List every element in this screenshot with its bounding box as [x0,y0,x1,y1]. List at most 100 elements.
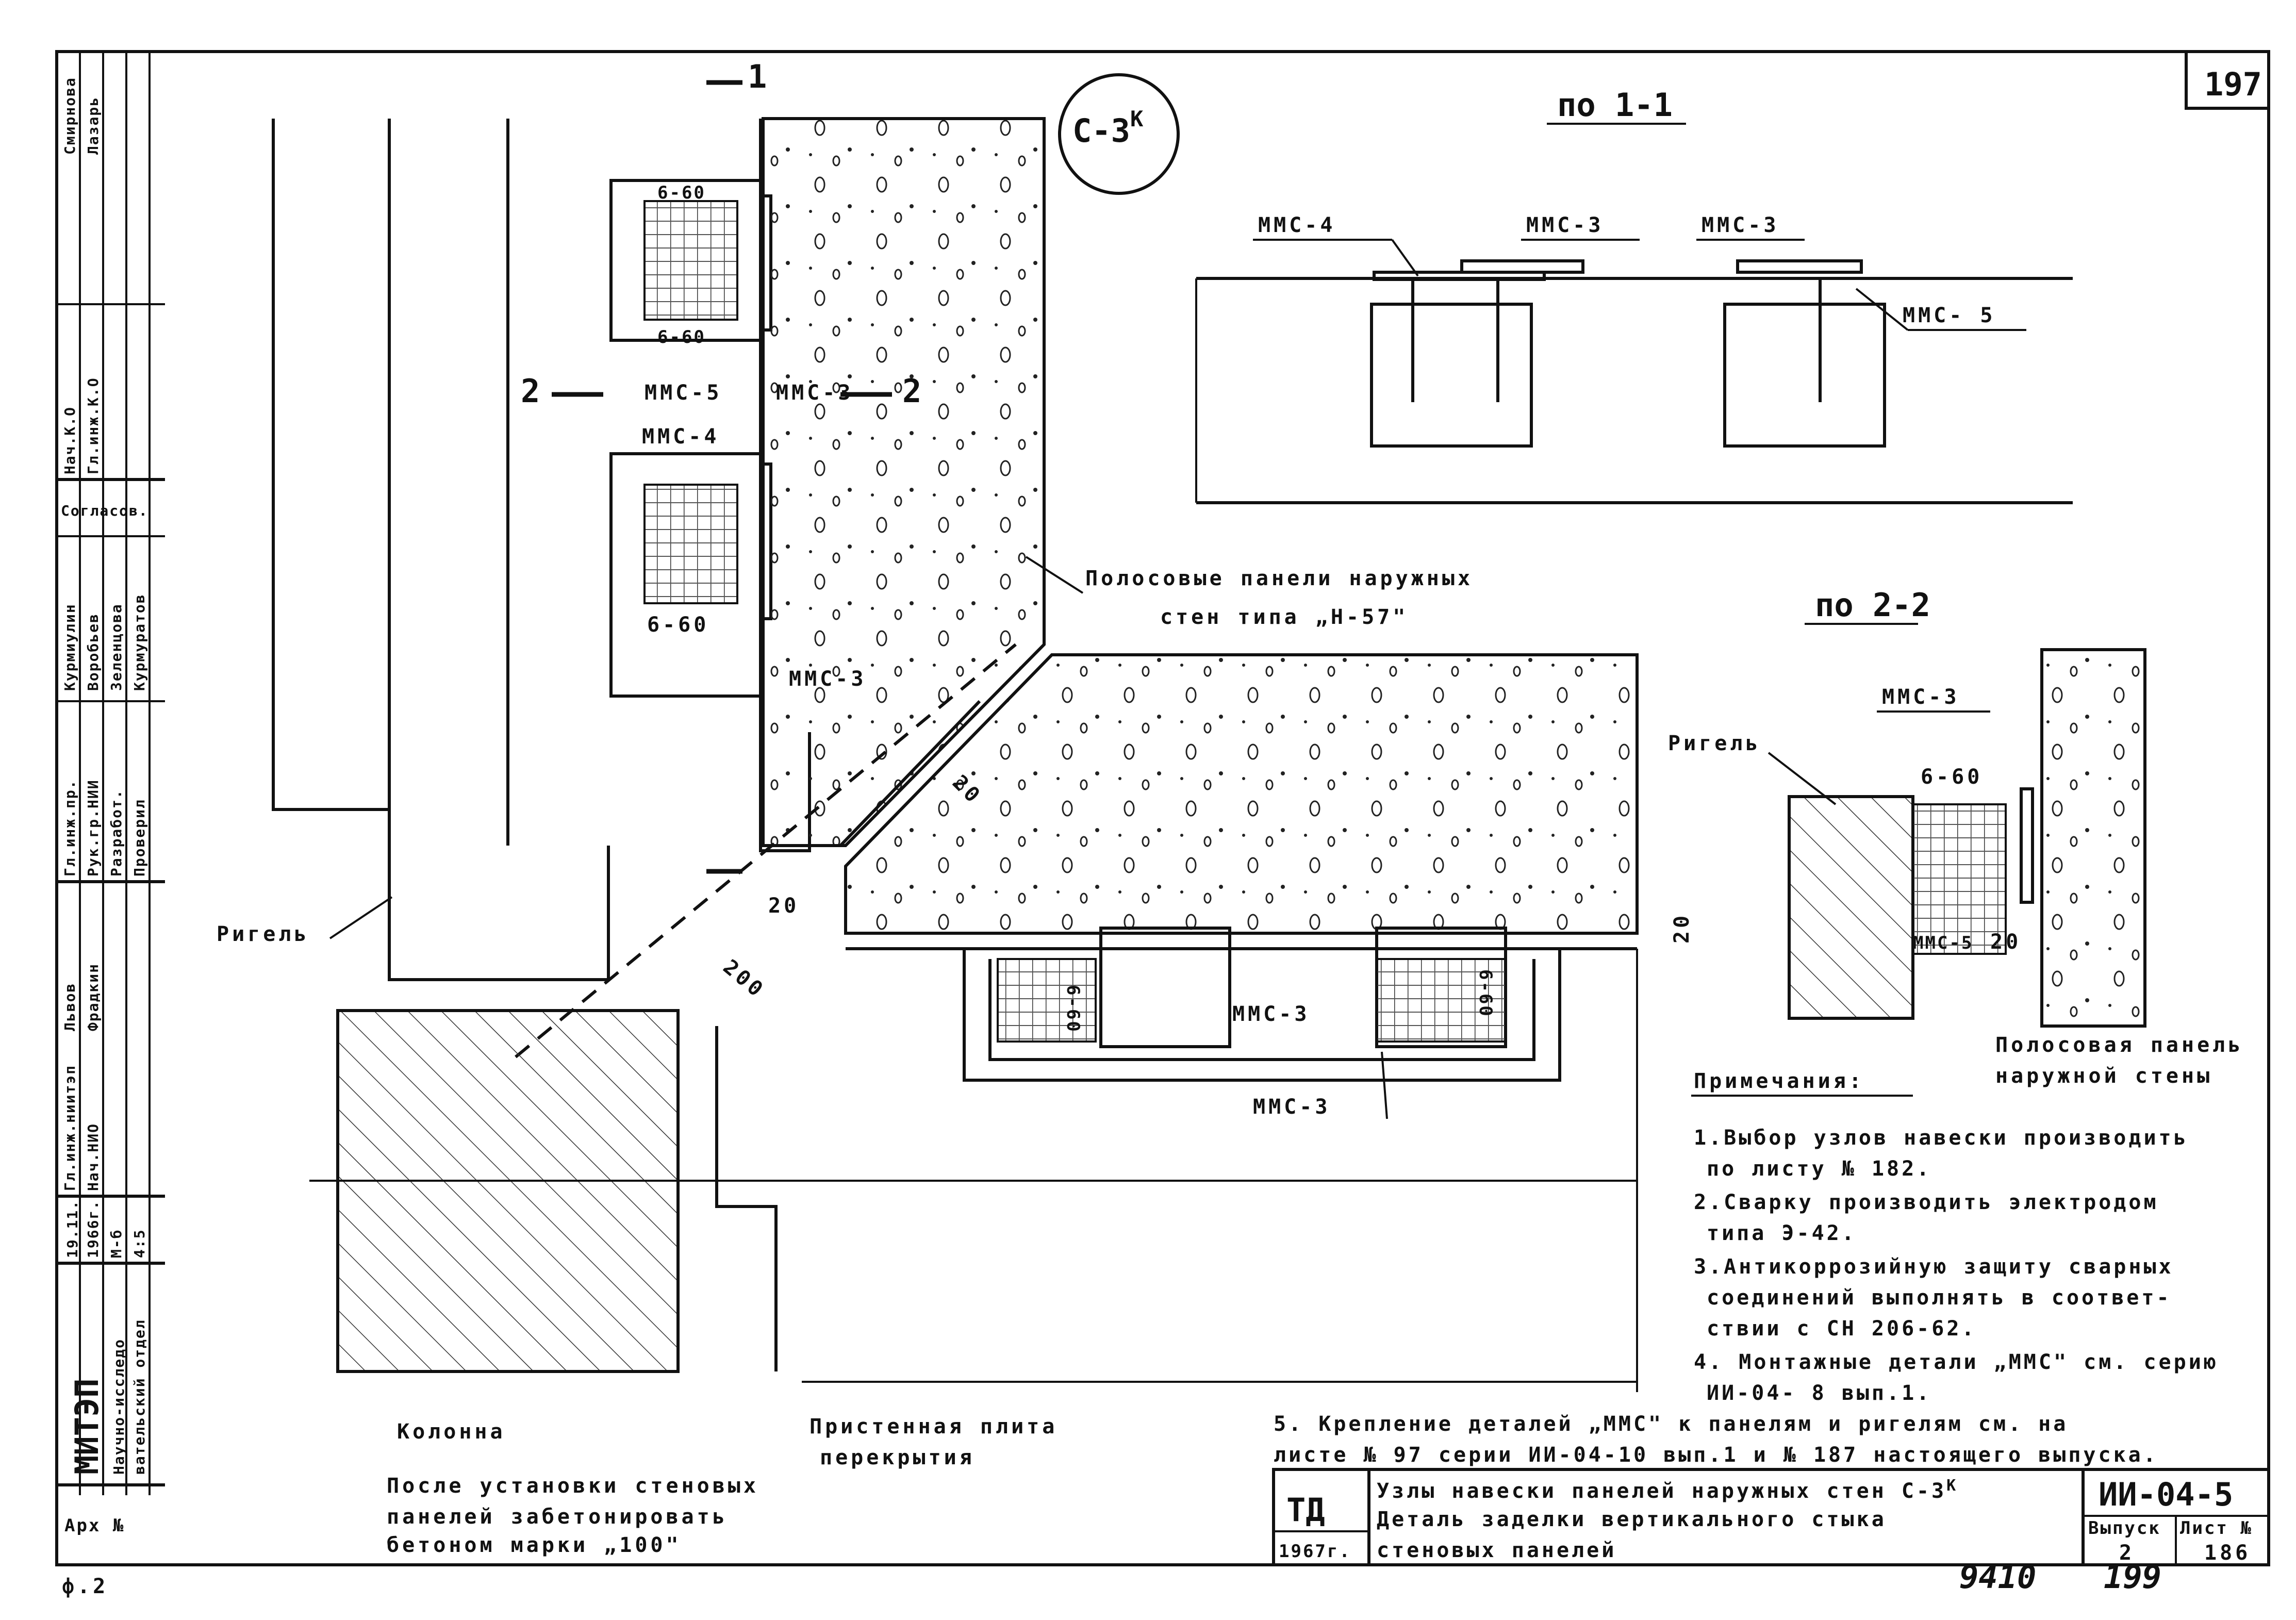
title-line-3: стеновых панелей [1377,1539,1616,1562]
note-3a: 3.Антикоррозийную защиту сварных [1694,1255,2174,1279]
weld-label-2: 6-60 [657,327,706,348]
section-1-1-mms3-b: ММС-3 [1702,213,1779,237]
footer-num-2: 199 [2104,1558,2161,1596]
section-2-2-mms3: ММС-3 [1882,685,1959,709]
section-2-2-dim20-left: 20 [1670,913,1694,944]
section-1-1-mms4: ММС-4 [1258,213,1335,237]
left-stamp: Гл.инж.ниитэп Нач.НИО Гл.инж.пр. Рук.гр.… [55,52,165,1565]
stamp-year: 1966г. [85,1200,102,1258]
label-column: Колонна [397,1420,506,1444]
label-mms3-main-4: ММС-3 [1253,1095,1330,1119]
label-wall-slab-1: Пристенная плита [810,1415,1058,1439]
stamp-date: 19.11. [64,1200,81,1258]
note-2a: 2.Сварку производить электродом [1694,1191,2159,1214]
title-sheet-value: 186 [2204,1541,2251,1565]
title-line-1: Узлы навески панелей наружных стен С-3К [1377,1477,1958,1503]
section-1-1-title: по 1-1 [1557,86,1673,124]
label-mms3-main-1: ММС-3 [776,381,853,405]
sheet-number: 197 [2204,65,2262,103]
stamp-role-1: Гл.инж.ниитэп [61,1065,78,1191]
stamp-role-6: Проверил [131,799,148,877]
stamp-name-3: Курмиулин [61,603,78,691]
node-mark-circle [1058,73,1180,195]
section-2-2-strip-panel-1: Полосовая панель [1995,1033,2243,1057]
stamp-scale-label: М-б [108,1229,125,1258]
note-1a: 1.Выбор узлов навески производить [1694,1126,2189,1150]
stamp-name-2: Фрадкин [85,963,102,1031]
stamp-role-8: Нач.К.О [61,406,78,474]
section-mark-2b: 2 [902,372,921,410]
weld-label-3: 6-60 [647,613,709,637]
section-2-2-mms5: ММС-5 [1913,933,1973,953]
stamp-role-5: Разработ. [108,789,125,877]
section-2-2-dim20: 20 [1990,930,2021,954]
stamp-role-4: Рук.гр.НИИ [85,779,102,877]
title-line-2: Деталь заделки вертикального стыка [1377,1508,1887,1531]
section-1-1-mms5: ММС- 5 [1903,304,1996,327]
stamp-name-5: Зеленцова [108,603,125,691]
section-1-1: по 1-1 ММС-4 ММС-3 ММС-3 ММС- 5 [1195,86,2073,504]
label-mms3-main-3: ММС-3 [1232,1002,1310,1026]
label-mms4-main: ММС-4 [642,425,719,449]
note-3b: соединений выполнять в соответ- [1707,1286,2172,1310]
footer-num-1: 9410 [1959,1558,2036,1596]
title-year: 1967г. [1279,1541,1351,1562]
weld-label-5: 6-60 [1475,969,1496,1018]
section-2-2-title: по 2-2 [1815,586,1930,624]
note-2b: типа Э-42. [1707,1221,1857,1245]
stamp-name-7: Смирнова [61,77,78,155]
notes-title: Примечания: [1694,1069,1864,1093]
section-1-1-mms3-a: ММС-3 [1526,213,1604,237]
section-2-2-weld: 6-60 [1921,765,1983,789]
title-issue-value: 2 [2119,1541,2135,1565]
label-concrete-1: После установки стеновых [387,1474,759,1498]
stamp-arch: Арх № [64,1515,125,1536]
label-rigel: Ригель [217,922,310,946]
label-wall-slab-2: перекрытия [820,1446,975,1469]
section-mark-1: 1 [748,58,767,95]
note-3c: ствии с СН 206-62. [1707,1317,1976,1341]
note-1b: по листу № 182. [1707,1157,1931,1181]
stamp-org: МИТЭП [68,1378,106,1475]
stamp-org-sub-2: вательский отдел [131,1319,148,1475]
title-code: ИИ-04-5 [2099,1476,2233,1513]
title-block: ТД 1967г. Узлы навески панелей наружных … [1272,1468,2270,1566]
section-2-2: по 2-2 Ригель ММС-3 6-60 ММС-5 20 20 Пол… [1668,586,2243,1088]
stamp-name-6: Курмуратов [131,593,148,691]
stamp-name-1: Львов [61,983,78,1031]
label-mms3-main-2: ММС-3 [789,667,866,691]
note-5a: 5. Крепление деталей „ММС" к панелям и р… [1274,1412,2068,1436]
title-sheet-label: Лист № [2180,1518,2253,1539]
stamp-org-sub-1: Научно-исследо [110,1338,127,1475]
node-mark: С-3К [1072,106,1144,150]
title-issue-label: Выпуск [2088,1518,2161,1539]
weld-label-4: 6-60 [1063,985,1083,1033]
dim-20-b: 20 [768,894,799,918]
stamp-scale-value: 4:5 [131,1229,148,1258]
sheet-number-box [2185,50,2270,110]
weld-label-1: 6-60 [657,183,706,203]
main-plan: 1 2 2 6-60 6-60 6-60 6-60 6-60 ММС-5 ММС… [217,58,1639,1557]
section-2-2-strip-panel-2: наружной стены [1995,1064,2212,1088]
stamp-name-4: Воробьев [85,613,102,691]
stamp-role-9: Гл.инж.К.О [85,377,102,474]
label-concrete-2: панелей забетонировать [387,1505,728,1529]
stamp-role-3: Гл.инж.пр. [61,779,78,877]
label-mms5-main: ММС-5 [645,381,722,405]
stamp-role-2: Нач.НИО [85,1123,102,1191]
stamp-role-7: Согласов. [61,502,148,519]
stamp-name-8: Лазарь [85,96,102,155]
footer-form: ф.2 [62,1575,108,1598]
note-4a: 4. Монтажные детали „ММС" см. серию [1694,1350,2219,1374]
note-4b: ИИ-04- 8 вып.1. [1707,1381,1931,1405]
notes-block: Примечания: 1.Выбор узлов навески произв… [1274,1069,2219,1467]
label-strip-panels-2: стен типа „Н-57" [1160,605,1408,629]
label-strip-panels-1: Полосовые панели наружных [1085,567,1473,590]
title-logo: ТД [1286,1491,1325,1529]
section-mark-2a: 2 [521,372,540,410]
note-5b: листе № 97 серии ИИ-04-10 вып.1 и № 187 … [1274,1443,2158,1467]
label-concrete-3: бетоном марки „100" [387,1533,682,1557]
dim-200: 200 [719,955,770,1003]
section-2-2-rigel: Ригель [1668,732,1761,755]
